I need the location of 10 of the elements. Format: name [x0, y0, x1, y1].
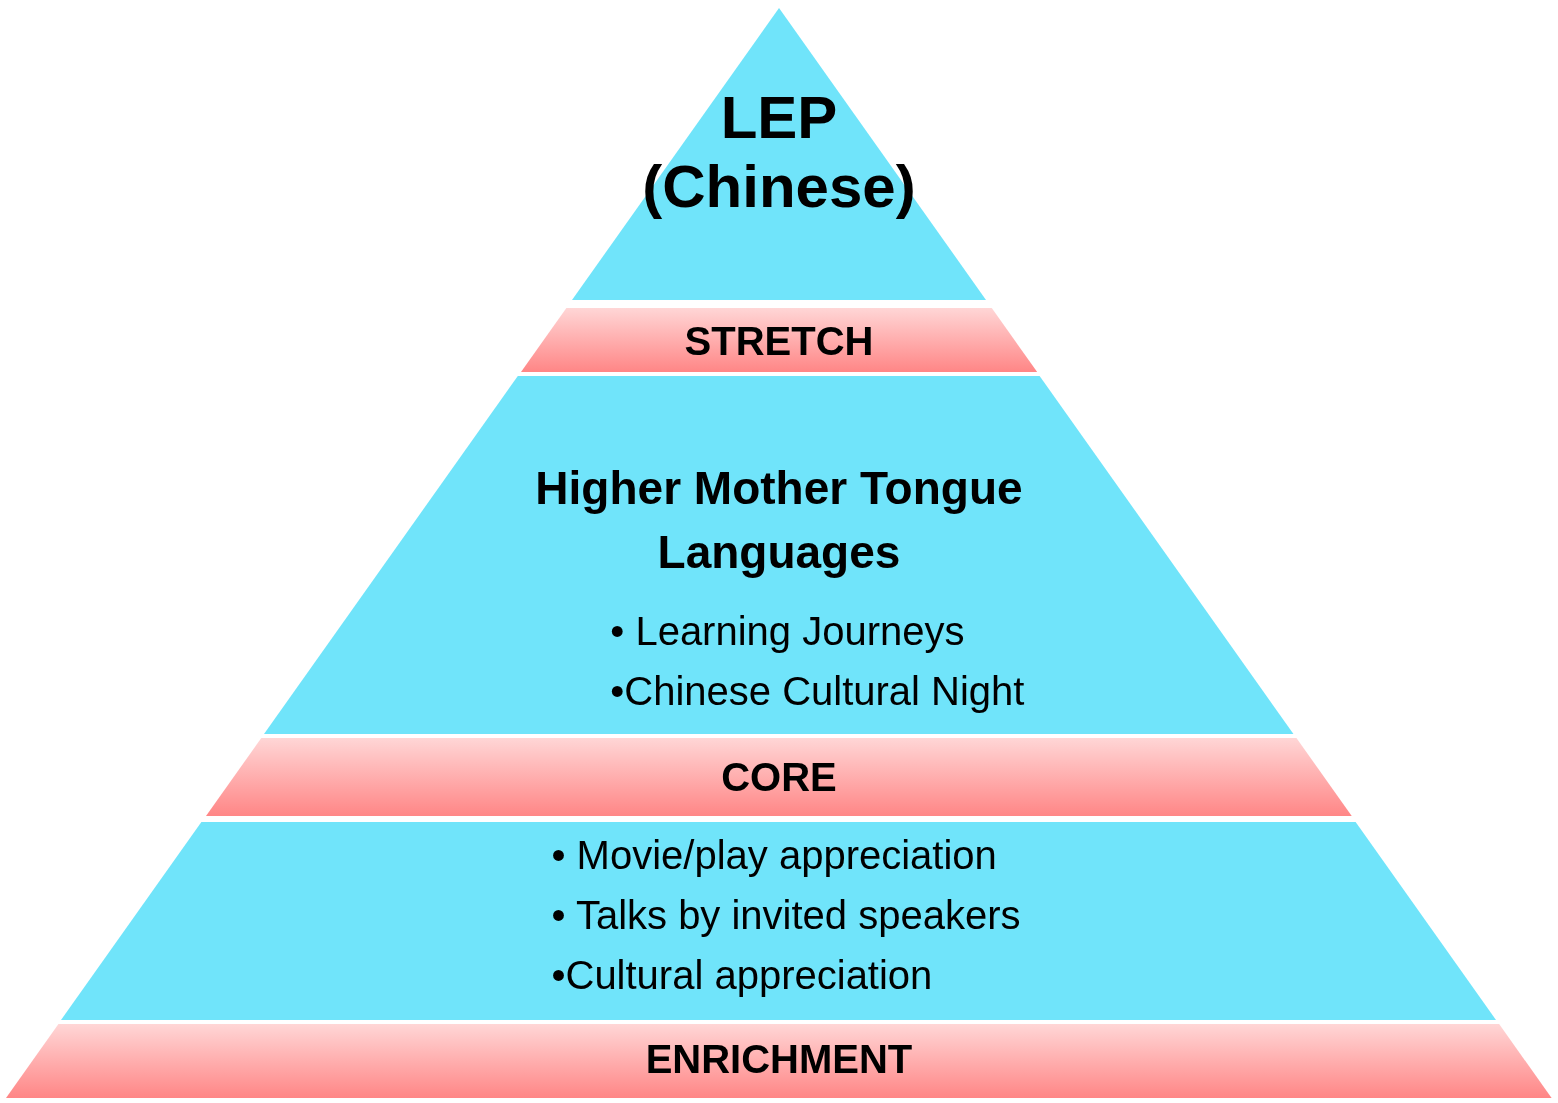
band-title: ENRICHMENT [644, 1036, 914, 1082]
bullet-item: • Talks by invited speakers [551, 892, 1021, 938]
band-title: LEP (Chinese) [641, 83, 917, 221]
band-title: STRETCH [683, 318, 875, 364]
band-title: CORE [720, 754, 838, 800]
bullet-item: • Movie/play appreciation [551, 832, 997, 878]
bullet-item: •Chinese Cultural Night [610, 668, 1025, 714]
bullet-item: •Cultural appreciation [551, 952, 933, 998]
bullet-item: • Learning Journeys [610, 608, 965, 654]
band-title: Higher Mother Tongue Languages [534, 461, 1024, 581]
